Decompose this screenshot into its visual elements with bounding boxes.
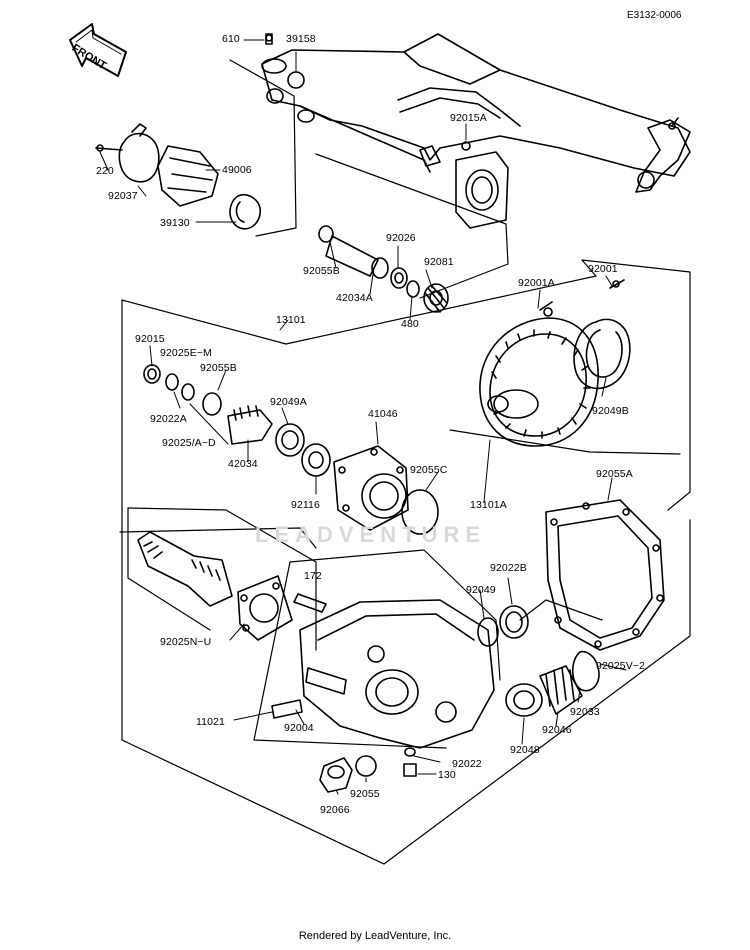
part-label: 92025N~U xyxy=(160,636,212,648)
part-label: 42034A xyxy=(336,292,373,304)
part-label: 220 xyxy=(96,165,114,177)
part-label: 92081 xyxy=(424,256,454,268)
part-label: 92046 xyxy=(542,724,572,736)
bearing-housing xyxy=(333,445,439,535)
part-label: 92049B xyxy=(592,405,629,417)
part-label: 39130 xyxy=(160,217,190,229)
pinion-inset xyxy=(137,531,293,641)
part-label: 92048 xyxy=(510,744,540,756)
boot-clamp-group xyxy=(95,123,262,230)
part-label: 92022A xyxy=(150,413,187,425)
part-label: 39158 xyxy=(286,33,316,45)
drain-plug-group xyxy=(319,747,417,793)
part-label: 130 xyxy=(438,769,456,781)
shaft-seal-group xyxy=(318,225,449,313)
watermark: LEADVENTURE xyxy=(255,522,487,547)
part-label: 42034 xyxy=(228,458,258,470)
part-label: 92055B xyxy=(303,265,340,277)
gear-case xyxy=(271,593,495,749)
gear-cover xyxy=(477,499,665,717)
part-label: 13101A xyxy=(470,499,507,511)
part-label: 92055B xyxy=(200,362,237,374)
leader-lines xyxy=(99,39,627,795)
part-label: 92037 xyxy=(108,190,138,202)
part-label: 92001 xyxy=(588,263,618,275)
group-outline xyxy=(119,59,691,865)
part-label: 92055C xyxy=(410,464,448,476)
footer-credit: Rendered by LeadVenture, Inc. xyxy=(298,930,452,942)
diagram-code: E3132-0006 xyxy=(627,10,682,21)
front-arrow-icon xyxy=(69,23,127,77)
swing-arm xyxy=(261,33,691,229)
part-label: 92055 xyxy=(350,788,380,800)
part-label: 92025E~M xyxy=(160,347,212,359)
pinion-gear-assembly xyxy=(143,364,331,477)
part-label: 92055A xyxy=(596,468,633,480)
part-label: 41046 xyxy=(368,408,398,420)
part-label: 92026 xyxy=(386,232,416,244)
part-label: 92116 xyxy=(291,499,320,511)
part-label: 92022B xyxy=(490,562,527,574)
part-label: 610 xyxy=(222,33,240,45)
part-label: 49006 xyxy=(222,164,252,176)
part-label: 92025V~2 xyxy=(596,660,645,672)
part-label: 92001A xyxy=(518,277,555,289)
part-label: 92025/A~D xyxy=(162,437,216,449)
part-label: 92015A xyxy=(450,112,487,124)
ring-gear-assembly xyxy=(479,279,631,447)
part-label: 11021 xyxy=(196,716,225,728)
part-label: 92022 xyxy=(452,758,482,770)
part-label: 480 xyxy=(401,318,419,330)
part-label: 92049A xyxy=(270,396,307,408)
part-label: 92015 xyxy=(135,333,165,345)
part-label: 13101 xyxy=(276,314,306,326)
part-label: 92066 xyxy=(320,804,350,816)
part-label: 92004 xyxy=(284,722,314,734)
part-label: 92033 xyxy=(570,706,600,718)
part-label: 92049 xyxy=(466,584,496,596)
part-label: 172 xyxy=(304,570,322,582)
